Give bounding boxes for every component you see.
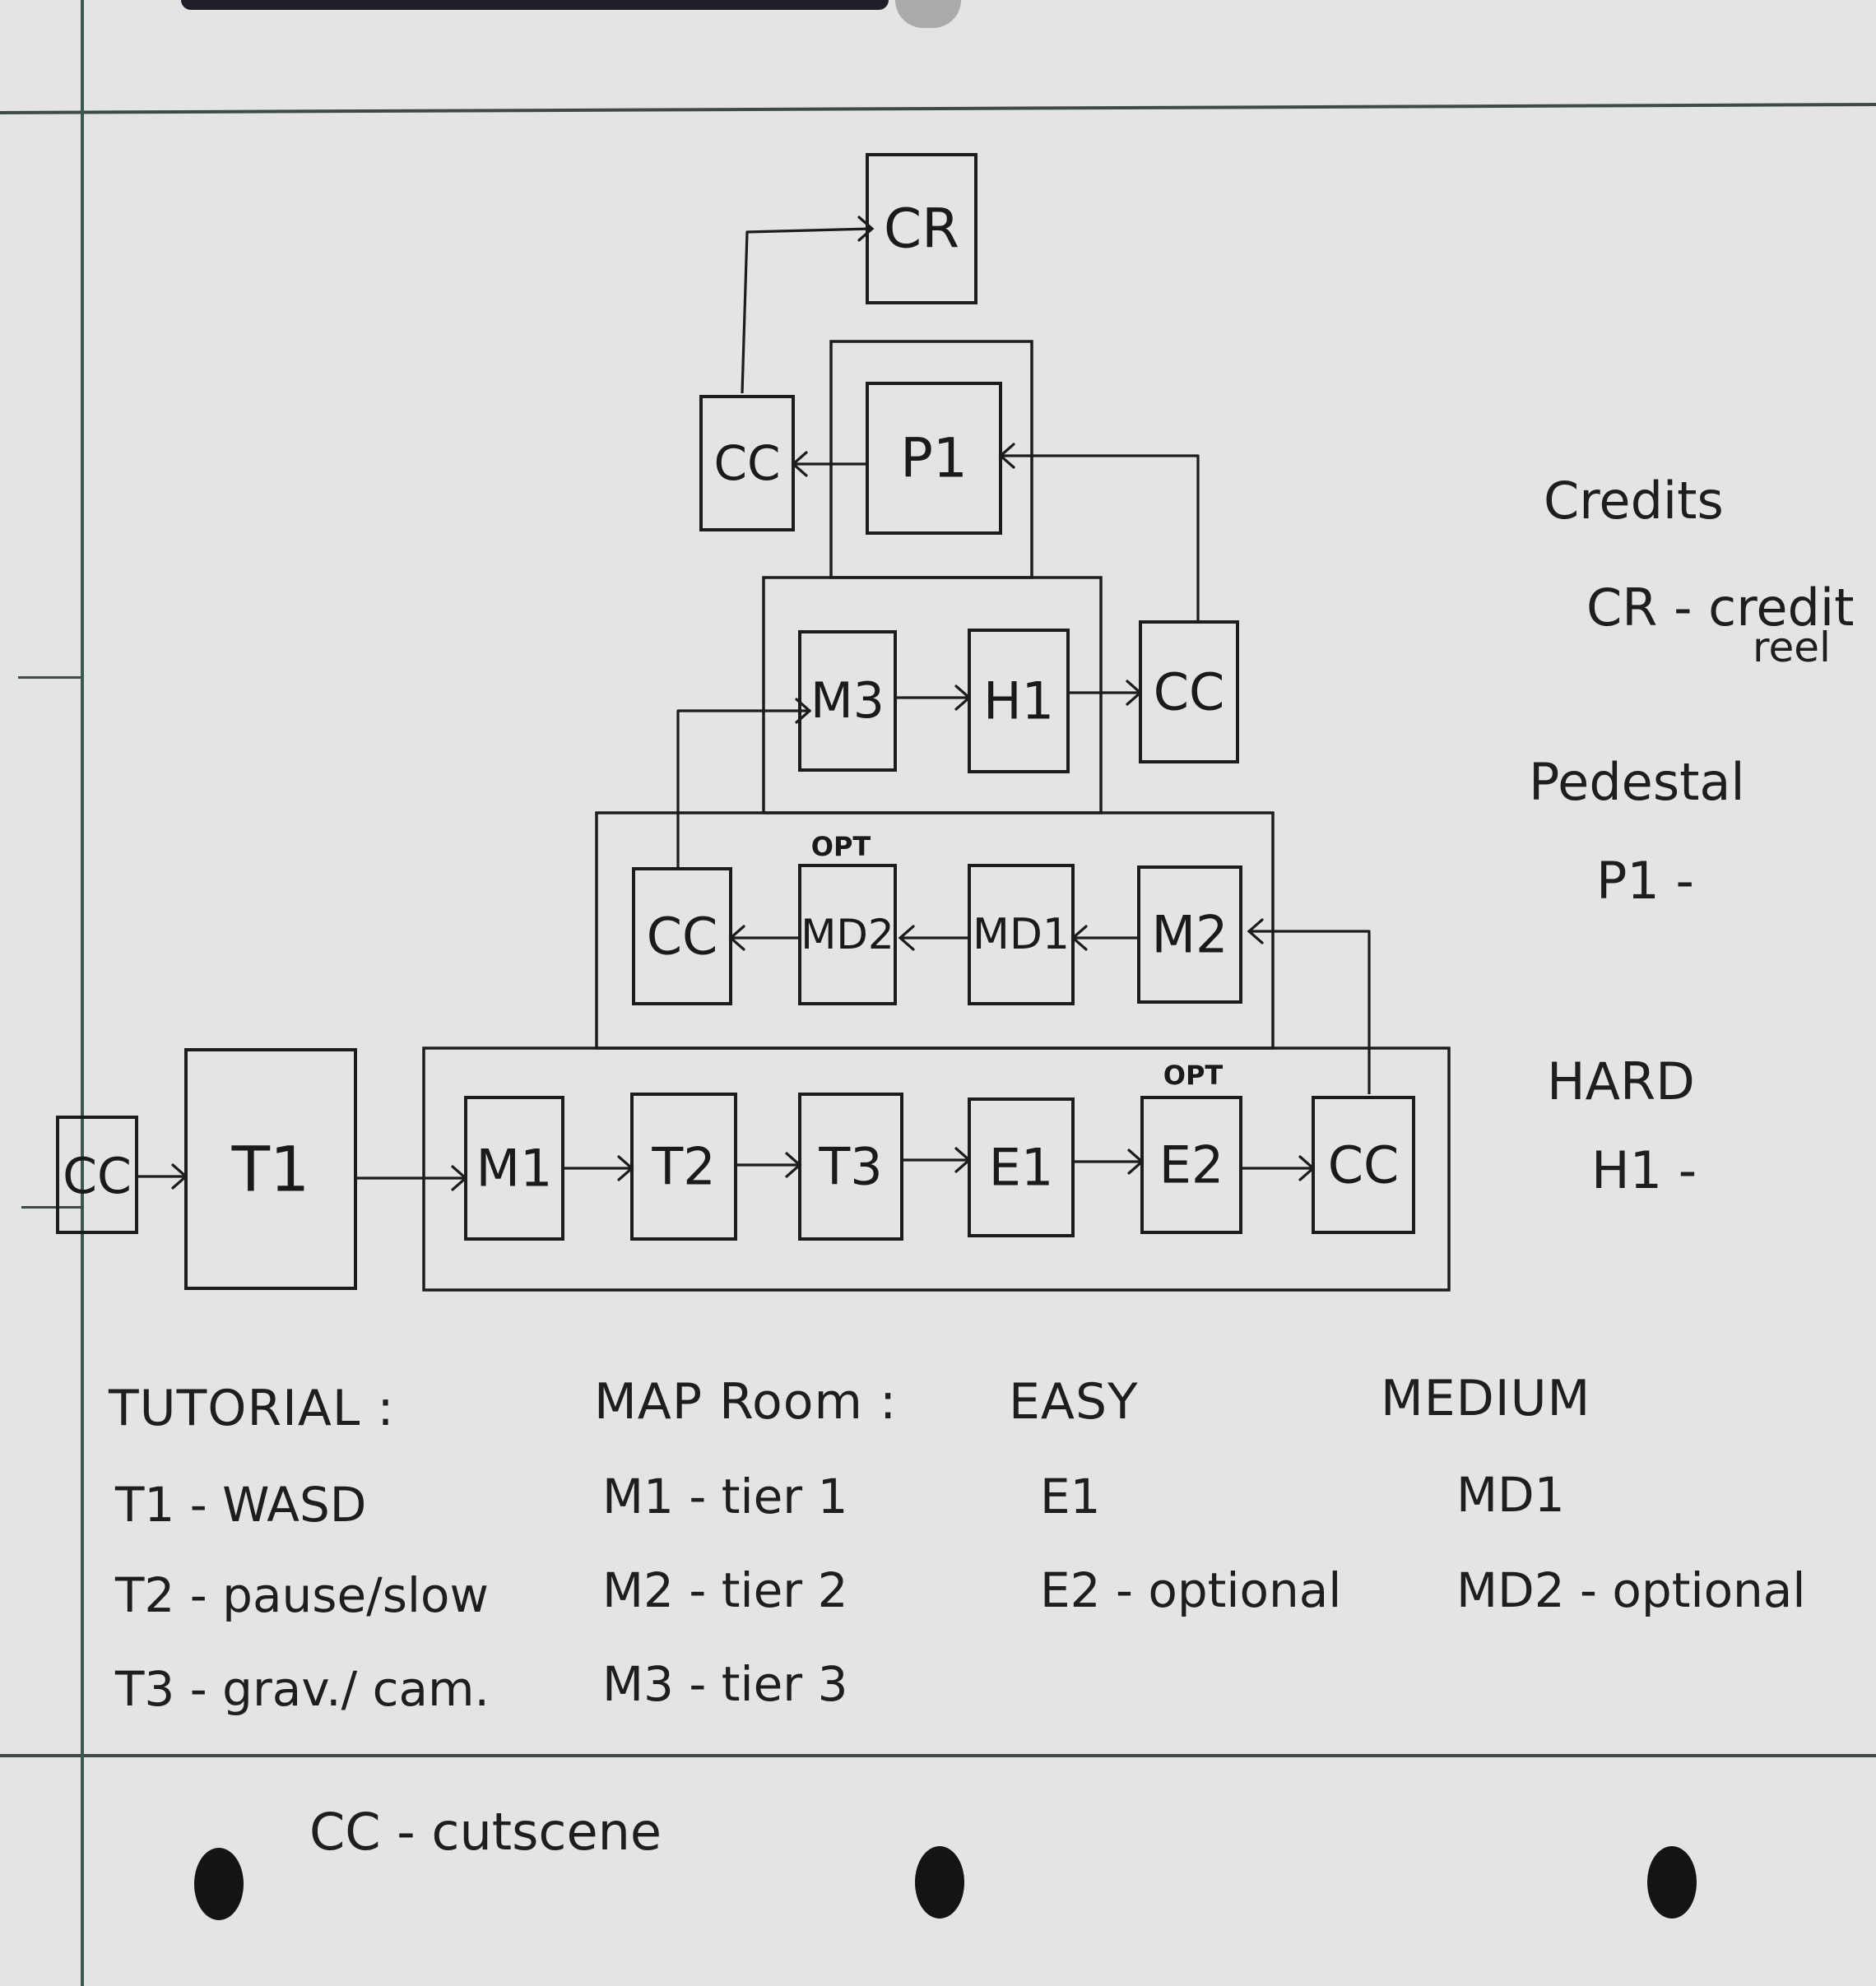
legend-medium-item-2: MD2 - optional — [1456, 1562, 1806, 1618]
node-md1-label: MD1 — [973, 910, 1070, 959]
legend-tutorial-heading: TUTORIAL : — [109, 1380, 395, 1437]
legend-medium-heading: MEDIUM — [1381, 1370, 1591, 1427]
node-t2 — [630, 1093, 737, 1241]
node-cc-start — [56, 1116, 138, 1234]
opt-tag-e2: OPT — [1163, 1060, 1224, 1091]
node-t3 — [798, 1093, 903, 1241]
node-e2 — [1140, 1096, 1242, 1234]
node-cc-tier3-label: CC — [1154, 662, 1225, 722]
top-edge-smudge — [181, 0, 889, 10]
legend-pedestal-heading: Pedestal — [1529, 752, 1745, 812]
node-m2 — [1137, 865, 1242, 1004]
legend-easy-item-1: E1 — [1040, 1469, 1101, 1524]
node-t2-label: T2 — [651, 1137, 715, 1197]
legend-tutorial-item-1: T1 - WASD — [115, 1477, 367, 1533]
node-h1 — [968, 629, 1070, 773]
node-md2 — [798, 864, 897, 1005]
node-t3-label: T3 — [818, 1137, 882, 1197]
node-m1-label: M1 — [476, 1139, 553, 1199]
margin-tick-upper — [18, 676, 81, 679]
node-cc-start-label: CC — [63, 1148, 132, 1205]
punch-hole-left — [194, 1848, 244, 1920]
legend-tutorial-item-2: T2 - pause/slow — [115, 1567, 489, 1623]
node-cc-pedestal — [699, 395, 795, 531]
legend-hard-item: H1 - — [1591, 1140, 1697, 1200]
legend-map-room-item-3: M3 - tier 3 — [602, 1656, 848, 1712]
node-cc-tier1 — [1312, 1096, 1415, 1234]
pedestal-group-frame — [829, 340, 1033, 579]
legend-credits-item-cont: reel — [1753, 624, 1831, 671]
node-cc-pedestal-label: CC — [714, 435, 781, 491]
node-md1 — [968, 864, 1075, 1005]
legend-easy-heading: EASY — [1009, 1373, 1139, 1431]
node-h1-label: H1 — [983, 671, 1054, 731]
node-p1-label: P1 — [900, 427, 968, 490]
node-cc-tier3 — [1139, 620, 1239, 763]
legend-easy-item-2: E2 - optional — [1040, 1562, 1342, 1618]
legend-cutscene: CC - cutscene — [309, 1802, 662, 1862]
node-t1-label: T1 — [231, 1133, 310, 1206]
margin-line — [81, 0, 84, 1986]
legend-pedestal-item: P1 - — [1596, 851, 1694, 911]
node-cc-tier1-label: CC — [1328, 1135, 1400, 1195]
node-m3-label: M3 — [810, 672, 885, 730]
legend-hard-heading: HARD — [1547, 1051, 1695, 1111]
legend-map-room-item-1: M1 - tier 1 — [602, 1469, 848, 1524]
node-m3 — [798, 630, 897, 772]
node-m1 — [464, 1096, 564, 1241]
legend-credits-item: CR - credit — [1586, 578, 1855, 638]
node-md2-label: MD2 — [801, 911, 894, 958]
legend-medium-item-1: MD1 — [1456, 1467, 1565, 1523]
node-cr-label: CR — [884, 197, 959, 261]
node-cc-tier2-label: CC — [647, 907, 718, 967]
punch-hole-center — [915, 1846, 964, 1919]
opt-tag-md2: OPT — [811, 831, 871, 862]
node-m2-label: M2 — [1152, 905, 1228, 965]
node-t1 — [184, 1048, 357, 1290]
bottom-rule-line — [0, 1754, 1876, 1757]
node-p1 — [866, 382, 1002, 535]
punch-hole-right — [1647, 1846, 1697, 1919]
legend-credits-heading: Credits — [1544, 471, 1724, 531]
legend-map-room-heading: MAP Room : — [594, 1373, 898, 1431]
legend-tutorial-item-3: T3 - grav./ cam. — [115, 1661, 490, 1717]
node-e1 — [968, 1097, 1075, 1237]
node-cc-tier2 — [632, 867, 732, 1005]
node-cr — [866, 153, 977, 304]
legend-map-room-item-2: M2 - tier 2 — [602, 1562, 848, 1618]
margin-tick-lower — [21, 1206, 84, 1209]
node-e1-label: E1 — [989, 1138, 1054, 1198]
node-e2-label: E2 — [1159, 1135, 1224, 1195]
